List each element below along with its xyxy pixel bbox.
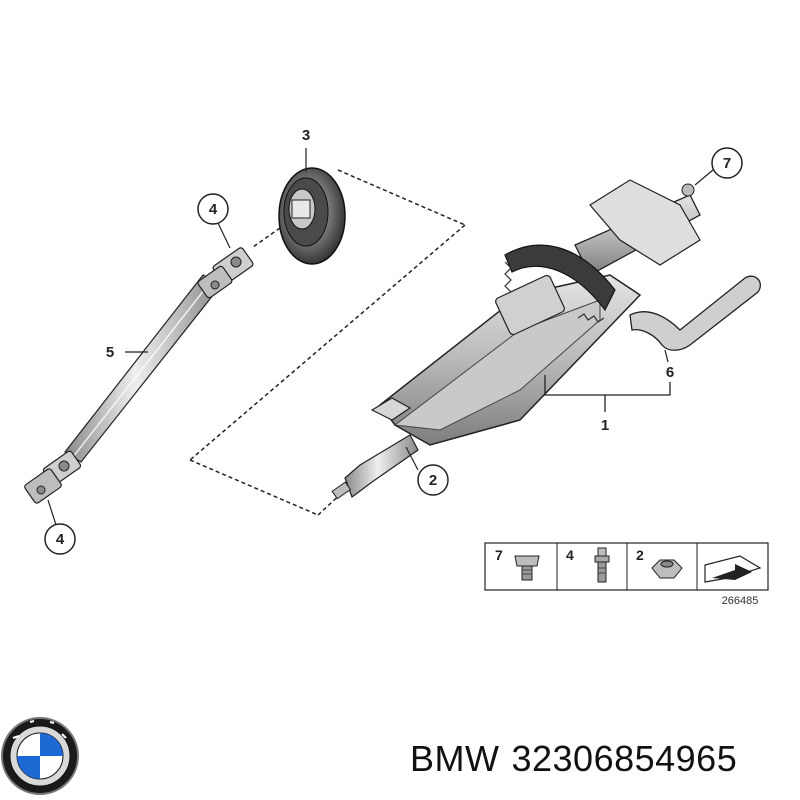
hex-nut-icon xyxy=(651,559,683,579)
bolt-icon xyxy=(514,555,540,581)
upper-universal-joint xyxy=(197,247,254,299)
stud-bolt-icon xyxy=(594,547,610,583)
callout-leaders xyxy=(47,148,714,529)
callout-3: 3 xyxy=(302,127,310,144)
svg-text:4: 4 xyxy=(209,201,218,218)
hardware-legend: 7 4 2 xyxy=(484,542,769,591)
diagram-id: 266485 xyxy=(722,595,759,607)
callout-2: 2 xyxy=(417,464,449,496)
callout-4-lower: 4 xyxy=(44,523,76,555)
direction-arrow-icon xyxy=(704,555,762,583)
svg-text:7: 7 xyxy=(723,155,731,172)
rubber-boot-part-3 xyxy=(278,167,346,265)
steering-column-part-1 xyxy=(331,179,701,500)
part-caption: BMW 32306854965 xyxy=(410,738,749,788)
svg-text:2: 2 xyxy=(636,547,644,563)
callout-4-upper: 4 xyxy=(197,193,229,225)
svg-text:4: 4 xyxy=(56,531,65,548)
callout-1: 1 xyxy=(601,417,609,434)
callout-5: 5 xyxy=(106,344,114,361)
svg-text:4: 4 xyxy=(566,547,574,563)
adjustment-lever-part-6 xyxy=(629,275,761,363)
bmw-logo xyxy=(1,717,79,795)
lower-universal-joint xyxy=(24,450,82,504)
callout-7: 7 xyxy=(711,147,743,179)
intermediate-shaft-part-5 xyxy=(24,247,254,504)
svg-text:7: 7 xyxy=(495,547,503,563)
svg-text:2: 2 xyxy=(429,472,437,489)
brand-name: BMW xyxy=(410,738,500,779)
callout-6: 6 xyxy=(666,364,674,381)
part-number: 32306854965 xyxy=(511,738,738,779)
